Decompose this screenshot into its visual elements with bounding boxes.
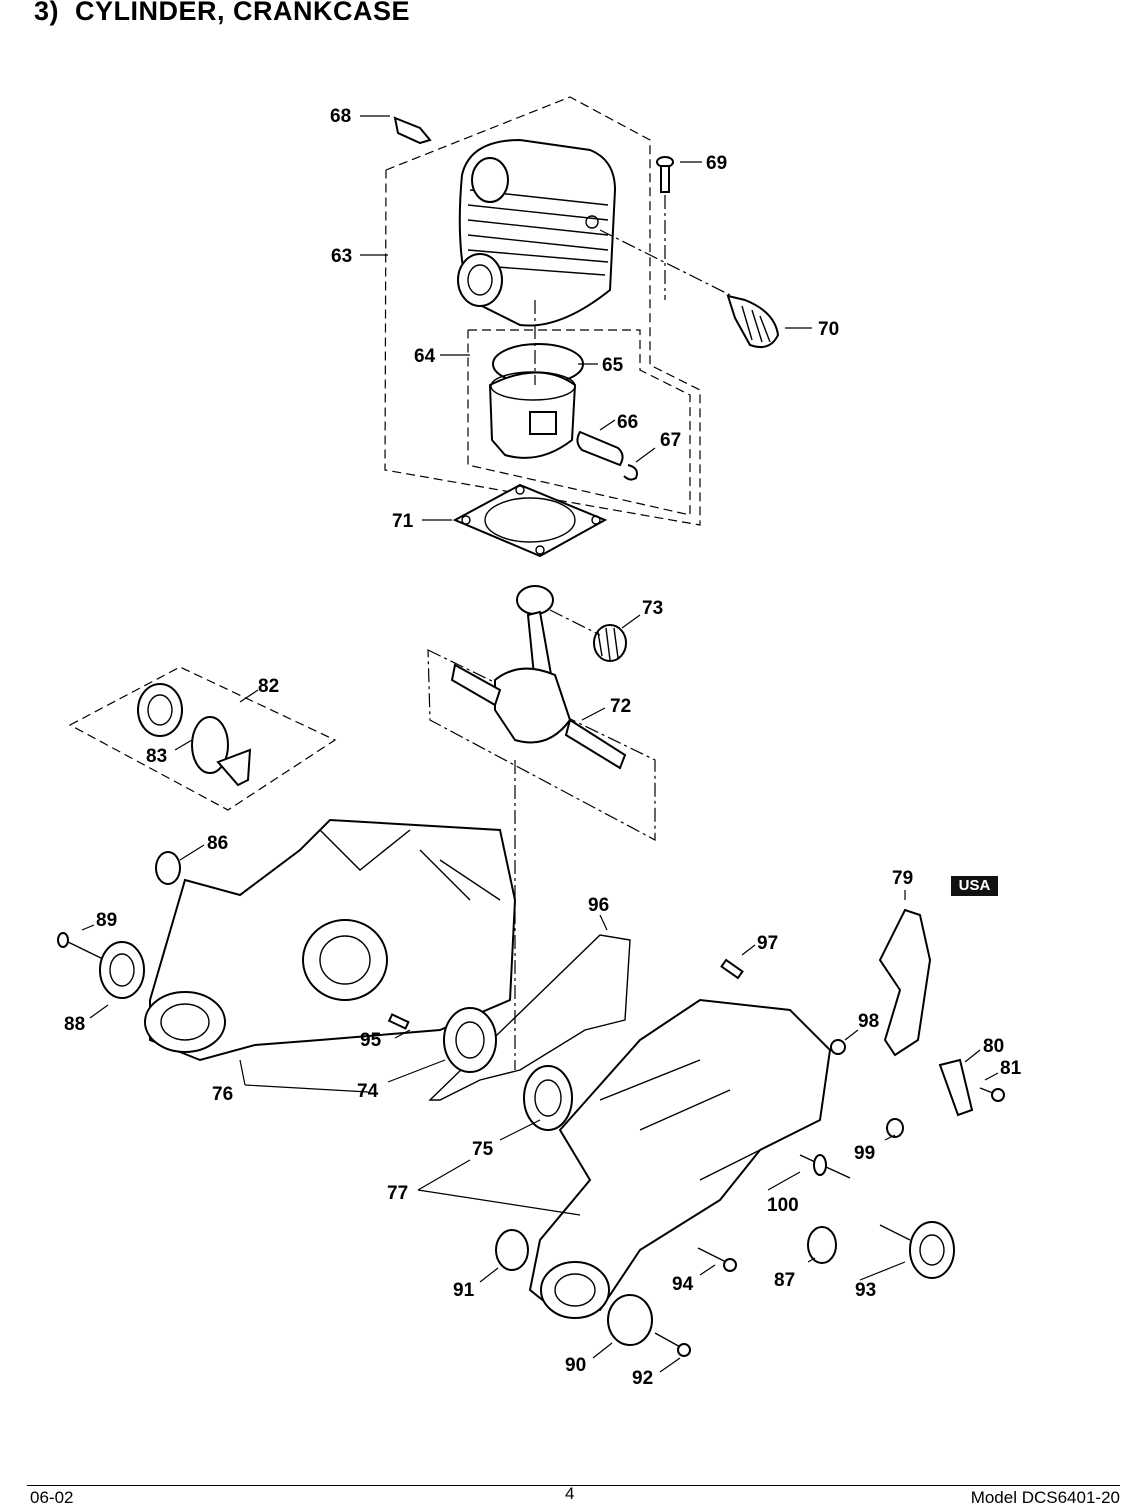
seal-87-part <box>807 1226 837 1264</box>
callout-97: 97 <box>757 933 778 954</box>
bearing-74-part <box>443 1007 497 1073</box>
callout-88: 88 <box>64 1014 85 1035</box>
callout-83: 83 <box>146 746 167 767</box>
callout-labels: 68 69 63 70 64 65 66 67 71 73 72 82 83 8… <box>64 106 1022 1389</box>
crankshaft-part <box>450 585 627 770</box>
callout-75: 75 <box>472 1139 494 1160</box>
decompression-valve-part <box>393 116 432 145</box>
callout-100: 100 <box>767 1195 799 1216</box>
callout-89: 89 <box>96 910 117 931</box>
callout-67: 67 <box>660 430 681 451</box>
screw-89-part <box>57 932 106 961</box>
callout-64: 64 <box>414 346 436 367</box>
screw-94-part <box>697 1247 737 1272</box>
piston-part <box>488 371 577 459</box>
callout-93: 93 <box>855 1280 876 1301</box>
callout-66: 66 <box>617 412 638 433</box>
screw-98-part <box>830 1039 846 1055</box>
callout-94: 94 <box>672 1274 694 1295</box>
circlip-part <box>623 464 638 481</box>
chain-catcher-part <box>938 1058 974 1117</box>
callout-80: 80 <box>983 1036 1004 1057</box>
dowel-pin-95-part <box>387 1013 410 1030</box>
nut-99-part <box>886 1118 904 1138</box>
callout-79: 79 <box>892 868 913 889</box>
page-title: 3) CYLINDER, CRANKCASE <box>34 0 411 26</box>
callout-76: 76 <box>212 1084 233 1105</box>
cylinder-kit-group-outline <box>384 96 701 526</box>
oil-filter-part <box>216 748 252 787</box>
footer-divider <box>27 1485 1120 1486</box>
callout-99: 99 <box>854 1143 875 1164</box>
crankcase-right-part <box>528 998 832 1319</box>
stud-100-part <box>799 1154 851 1179</box>
callout-96: 96 <box>588 895 609 916</box>
cap-90-part <box>607 1294 653 1346</box>
plug-88-part <box>99 941 145 999</box>
crankshaft-group-outline <box>427 649 656 841</box>
wrist-pin-part <box>576 430 624 467</box>
screw-81-part <box>979 1087 1005 1102</box>
oil-pump-group-outline <box>68 666 337 811</box>
callout-81: 81 <box>1000 1058 1022 1079</box>
callout-72: 72 <box>610 696 631 717</box>
crankcase-left-part <box>144 818 517 1062</box>
bushing-91-part <box>495 1229 529 1271</box>
plug-93-part <box>879 1221 955 1279</box>
footer-page-number: 4 <box>565 1484 575 1503</box>
needle-bearing-part <box>593 624 627 662</box>
callout-65: 65 <box>602 355 624 376</box>
leader-lines <box>81 115 999 1373</box>
crankcase-gasket-part <box>428 934 631 1101</box>
callout-92: 92 <box>632 1368 653 1389</box>
callout-63: 63 <box>331 246 352 267</box>
callout-73: 73 <box>642 598 663 619</box>
o-ring-part <box>191 716 229 774</box>
footer-model: Model DCS6401-20 <box>970 1488 1120 1507</box>
callout-77: 77 <box>387 1183 408 1204</box>
callout-86: 86 <box>207 833 228 854</box>
callout-91: 91 <box>453 1280 475 1301</box>
callout-98: 98 <box>858 1011 879 1032</box>
callout-68: 68 <box>330 106 351 127</box>
oil-pump-part <box>137 683 183 737</box>
seal-86-part <box>155 851 181 885</box>
callout-70: 70 <box>818 319 839 340</box>
pin-97-part <box>720 958 744 980</box>
bracket-79-part <box>878 908 932 1057</box>
cylinder-gasket-part <box>452 483 608 558</box>
callout-95: 95 <box>360 1030 382 1051</box>
callout-71: 71 <box>392 511 414 532</box>
spring-70-part <box>726 294 780 348</box>
callout-82: 82 <box>258 676 279 697</box>
screw-69-part <box>656 156 674 193</box>
usa-region-badge: USA <box>951 876 998 896</box>
piston-kit-group-outline <box>467 329 691 516</box>
callout-74: 74 <box>357 1081 379 1102</box>
callout-69: 69 <box>706 153 727 174</box>
screw-92-part <box>654 1332 691 1357</box>
callout-87: 87 <box>774 1270 795 1291</box>
bearing-75-part <box>523 1065 573 1131</box>
footer-date: 06-02 <box>30 1488 74 1507</box>
callout-90: 90 <box>565 1355 586 1376</box>
cylinder-part <box>457 138 617 327</box>
